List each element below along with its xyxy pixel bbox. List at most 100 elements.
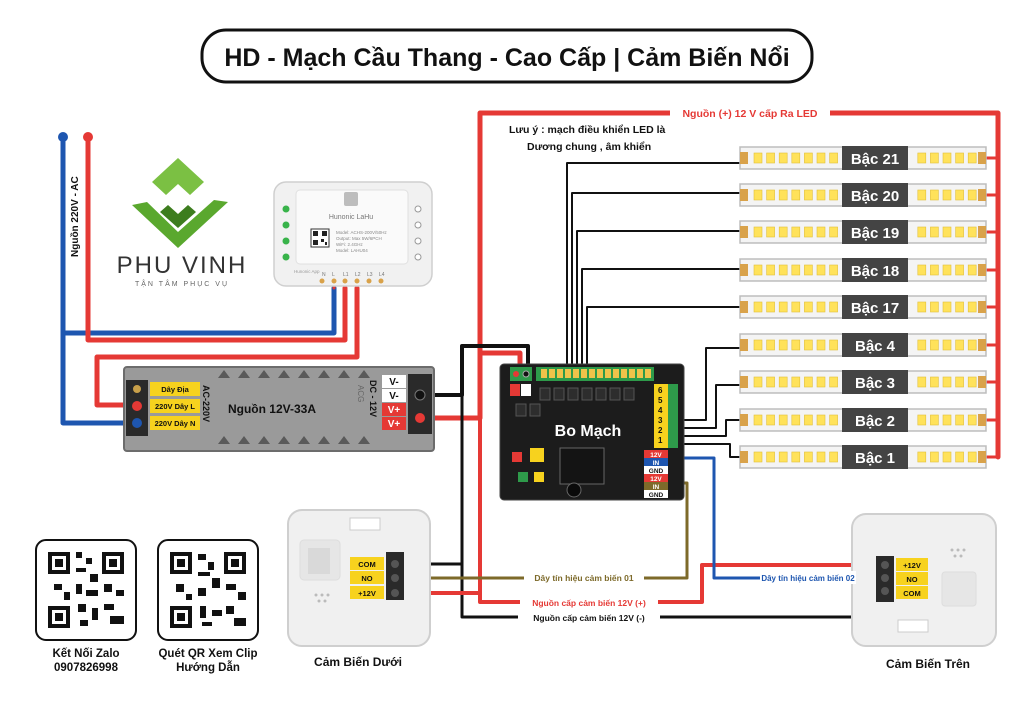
board-output-5: 5 <box>658 396 663 405</box>
led-chip <box>829 414 838 426</box>
led-chip <box>778 451 788 463</box>
module-button-1 <box>414 205 422 213</box>
led-chip <box>942 339 952 351</box>
board-pin-in-a: IN <box>653 460 660 467</box>
sensor-bottom-caption: Cảm Biến Dưới <box>314 655 402 669</box>
led-chip <box>778 339 788 351</box>
board-output-4: 4 <box>658 406 663 415</box>
module-terminal-l2: L2 <box>355 272 361 278</box>
step-label: Bậc 2 <box>855 413 895 430</box>
led-chip <box>955 189 964 201</box>
led-chip <box>753 301 763 313</box>
led-chip <box>942 301 952 313</box>
ctrl-wire-3 <box>669 384 741 429</box>
board-mcu <box>559 447 605 485</box>
led-chip <box>804 339 813 351</box>
module-led-3 <box>282 237 290 245</box>
led-chip <box>766 451 775 463</box>
psu-negative-wire <box>411 344 530 397</box>
psu-vneg1-bg <box>382 375 406 388</box>
mains-neutral-cap <box>58 132 68 142</box>
led-chip <box>778 226 788 238</box>
qr-zalo: Kết Nối Zalo 0907826998 <box>35 539 137 674</box>
led-chip <box>930 451 939 463</box>
led-chip <box>778 264 788 276</box>
board-label: Bo Mạch <box>555 423 622 440</box>
led-chip <box>955 376 964 388</box>
step-label: Bậc 3 <box>855 375 895 392</box>
led-chip <box>778 414 788 426</box>
mains-line-cap <box>83 132 93 142</box>
led-chip <box>753 189 763 201</box>
ctrl-wire-18 <box>581 268 741 368</box>
led-strip-b-c-21: Bậc 21 <box>739 146 987 170</box>
led-chip <box>766 376 775 388</box>
led-chip <box>967 152 977 164</box>
led-chip <box>829 264 838 276</box>
led-chip <box>791 152 801 164</box>
board-output-1: 1 <box>658 436 663 445</box>
psu-brand: ACG <box>356 385 365 402</box>
board-pin-12v-b: 12V <box>650 476 662 483</box>
led-chip <box>816 152 826 164</box>
led-chip <box>816 301 826 313</box>
psu-vneg2-label: V- <box>389 391 398 402</box>
board-buzzer <box>566 482 582 498</box>
psu-dc-terminal-block <box>408 374 432 434</box>
led-strip-b-c-20: Bậc 20 <box>739 183 987 207</box>
led-chip <box>791 414 801 426</box>
led-chip <box>791 264 801 276</box>
board-chips <box>515 387 635 417</box>
psu-vneg2-bg <box>382 389 406 402</box>
led-strip-b-c-18: Bậc 18 <box>739 258 987 282</box>
led-chip <box>967 376 977 388</box>
ctrl-wire-2 <box>669 419 741 437</box>
led-chip <box>766 189 775 201</box>
sensor-top-no: NO <box>906 575 917 584</box>
board-right-connectors <box>654 384 678 448</box>
sensor-bottom-no-bg <box>350 571 384 584</box>
mains-label: Nguồn 220V - AC <box>69 176 81 257</box>
led-chip <box>804 414 813 426</box>
led-chip <box>766 301 775 313</box>
led-chip <box>955 152 964 164</box>
qr-clip-line2: Hướng Dẫn <box>176 661 240 674</box>
led-strip-pad-right <box>978 152 986 164</box>
led-chip <box>917 301 927 313</box>
led-strip-pad-left <box>740 152 748 164</box>
led-chip <box>917 264 927 276</box>
led-strip-pad-right <box>978 451 986 463</box>
led-chip <box>753 376 763 388</box>
mains-line-wire <box>85 134 348 343</box>
board-sensor-pins: 12V IN GND 12V IN GND <box>644 450 668 499</box>
phu-vinh-logo: PHU VINH TẬN TÂM PHỤC VỤ <box>117 158 245 288</box>
sensor-bottom-no: NO <box>361 574 372 583</box>
sensor-top-com-bg <box>896 586 928 599</box>
led-supply-label: Nguồn (+) 12 V cấp Ra LED <box>682 108 817 120</box>
sensor-top: +12V NO COM Cảm Biến Trên <box>851 513 997 671</box>
module-button-4 <box>414 253 422 261</box>
qr-zalo-line1: Kết Nối Zalo <box>52 648 119 660</box>
led-chip <box>942 414 952 426</box>
led-chip <box>967 414 977 426</box>
sensor-top-com: COM <box>903 589 921 598</box>
sensor-bottom-com: COM <box>358 560 376 569</box>
psu-ac-ground-screw <box>133 385 141 393</box>
led-chip <box>804 152 813 164</box>
led-chip <box>778 189 788 201</box>
led-strip-pad-left <box>740 376 748 388</box>
led-chip <box>967 264 977 276</box>
led-strip-pad-right <box>978 226 986 238</box>
psu-l-label: 220V Dây L <box>155 402 195 411</box>
step-label-bg <box>842 445 908 469</box>
led-chip <box>791 301 801 313</box>
step-label: Bậc 18 <box>851 263 899 280</box>
home-icon <box>344 192 358 206</box>
module-footer: Hunonic App <box>294 269 320 274</box>
signal-1-label-bg <box>524 571 644 584</box>
step-label: Bậc 20 <box>851 188 899 205</box>
module-led-1 <box>282 205 290 213</box>
led-strip-pad-right <box>978 189 986 201</box>
module-terminal-l4: L4 <box>379 272 385 278</box>
psu-ac-label: AC-220V <box>201 385 211 422</box>
